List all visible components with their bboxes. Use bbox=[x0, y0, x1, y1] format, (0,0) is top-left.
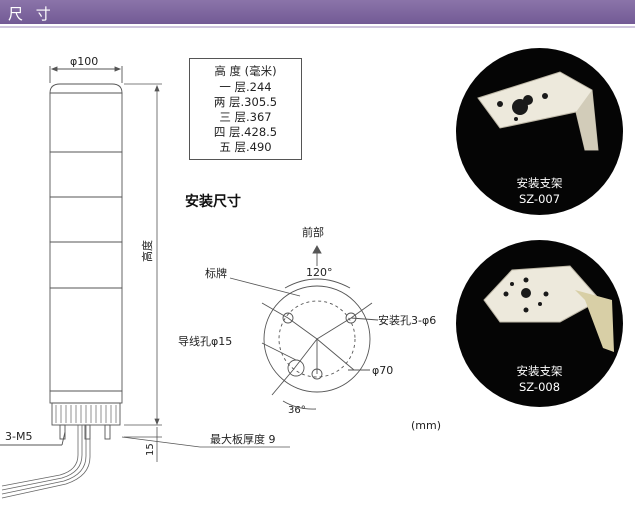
pcd-circle bbox=[278, 300, 356, 378]
base-height-label: 15 bbox=[145, 443, 156, 456]
bracket-caption-name: 安装支架 bbox=[516, 176, 563, 190]
bracket-caption-sz008: 安装支架 SZ-008 bbox=[456, 363, 623, 395]
bracket-caption-model: SZ-007 bbox=[518, 192, 561, 206]
wire-hole-label: 导线孔φ15 bbox=[178, 334, 232, 348]
max-plate-label: 最大板厚度 9 bbox=[210, 432, 276, 446]
bracket-sz007-illustration bbox=[477, 71, 599, 151]
signal-tower bbox=[49, 66, 123, 426]
mounting-title: 安装尺寸 bbox=[185, 194, 241, 210]
base-ribs bbox=[55, 405, 117, 423]
mounting-bolts bbox=[0, 424, 111, 446]
mount-hole-3 bbox=[311, 368, 323, 380]
height-row-4: 四 层.428.5 bbox=[213, 125, 278, 139]
height-row-5: 五 层.490 bbox=[219, 140, 272, 154]
front-arrow-head bbox=[312, 245, 322, 254]
outer-circle bbox=[263, 285, 371, 393]
bracket-caption-name: 安装支架 bbox=[516, 364, 563, 378]
mount-hole-label: 安装孔3-φ6 bbox=[378, 313, 436, 327]
page-title: 尺 寸 bbox=[8, 5, 55, 23]
header-divider bbox=[0, 26, 635, 28]
front-label: 前部 bbox=[302, 225, 324, 239]
height-table-title: 高 度 (毫米) bbox=[214, 64, 277, 78]
height-row-1: 一 层.244 bbox=[219, 80, 272, 94]
height-label: 高度 bbox=[140, 240, 154, 262]
angle-bottom-label: 36° bbox=[288, 405, 306, 416]
nameplate-label: 标牌 bbox=[205, 266, 227, 280]
pcd-label: φ70 bbox=[372, 364, 393, 377]
height-row-2: 两 层.305.5 bbox=[213, 95, 278, 109]
height-dimension bbox=[121, 83, 290, 462]
diameter-label: φ100 bbox=[70, 55, 98, 68]
screw-label: 3-M5 bbox=[5, 430, 32, 443]
bracket-caption-model: SZ-008 bbox=[518, 380, 561, 394]
unit-label: (mm) bbox=[411, 419, 442, 432]
mount-hole-1 bbox=[282, 312, 294, 324]
header-bar: 尺 寸 bbox=[0, 0, 635, 28]
height-table: 高 度 (毫米) 一 层.244 两 层.305.5 三 层.367 四 层.4… bbox=[189, 58, 302, 160]
bracket-caption-sz007: 安装支架 SZ-007 bbox=[456, 175, 623, 207]
angle-top-label: 120° bbox=[306, 266, 333, 279]
mounting-diagram bbox=[229, 245, 379, 410]
cable bbox=[1, 425, 91, 499]
height-row-3: 三 层.367 bbox=[219, 110, 272, 124]
bracket-sz008-illustration bbox=[483, 265, 614, 352]
